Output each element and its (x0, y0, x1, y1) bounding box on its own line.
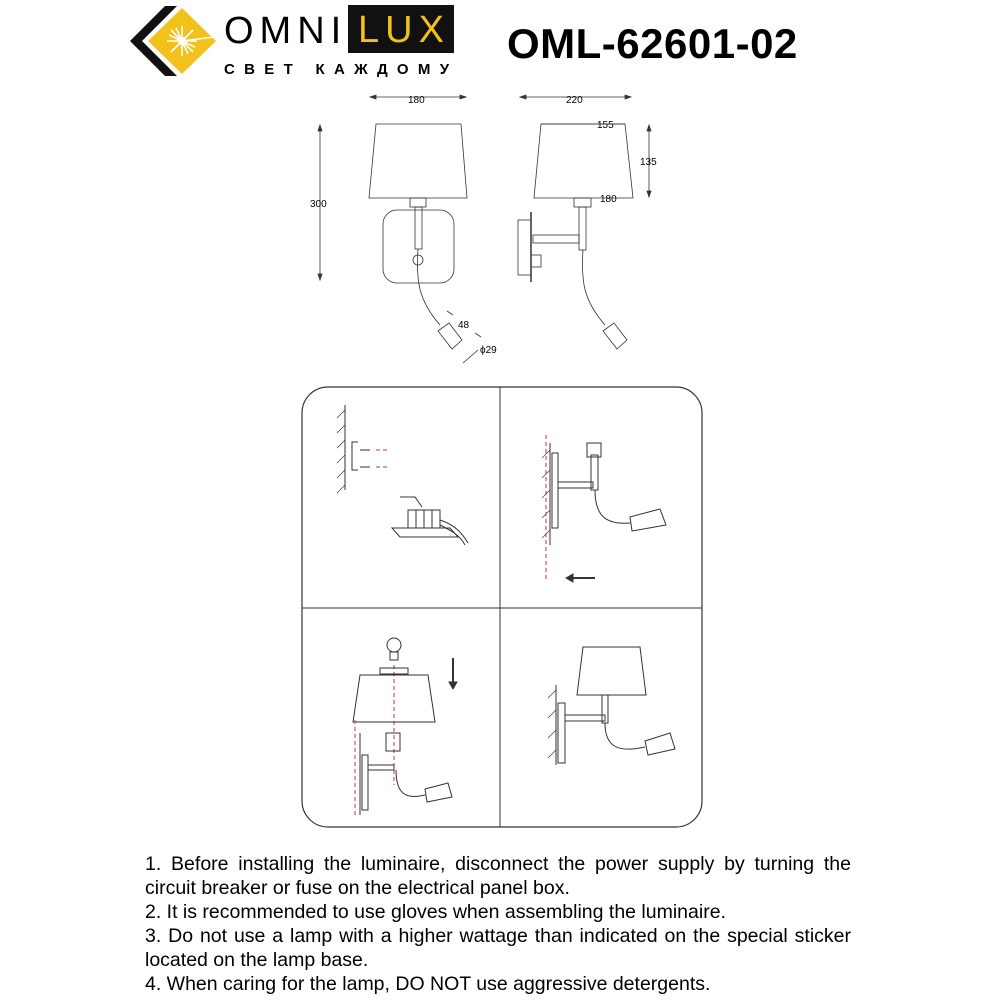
installation-steps-panel (301, 386, 703, 828)
dim-light-diameter: ϕ29 (480, 345, 497, 356)
dim-light-length: 48 (458, 320, 470, 331)
logo-lux-box (348, 5, 454, 53)
dim-front-width: 180 (408, 95, 425, 106)
step-4-assembled-lamp (547, 646, 676, 765)
note-2: 2. It is recommended to use gloves when … (145, 901, 726, 923)
logo-emblem (130, 6, 216, 76)
note-3: 3. Do not use a lamp with a higher watta… (145, 925, 851, 971)
dim-shade-bottom: 180 (600, 194, 617, 205)
logo-lux-text: LUX (358, 9, 450, 51)
side-view: 220 155 180 135 (517, 94, 657, 350)
dimension-drawing: 180 300 48 ϕ29 220 155 180 135 (310, 94, 657, 364)
dim-shade-height: 135 (640, 157, 657, 168)
step-3-install-bulb-shade (352, 637, 458, 815)
dim-side-depth: 220 (566, 95, 583, 106)
safety-notes: 1. Before installing the luminaire, disc… (145, 852, 851, 996)
step-1-mount-bracket (336, 405, 469, 546)
step-2-attach-fixture (541, 435, 667, 583)
model-number: OML-62601-02 (507, 20, 798, 67)
dim-height: 300 (310, 199, 327, 210)
logo-omni-text: OMNI (224, 10, 348, 52)
dim-shade-top: 155 (597, 120, 614, 131)
front-view: 180 300 48 ϕ29 (310, 94, 497, 364)
logo-chevron (130, 6, 177, 76)
note-1: 1. Before installing the luminaire, disc… (145, 853, 851, 899)
note-4: 4. When caring for the lamp, DO NOT use … (145, 973, 711, 995)
logo-tagline: СВЕТ КАЖДОМУ (224, 61, 459, 78)
